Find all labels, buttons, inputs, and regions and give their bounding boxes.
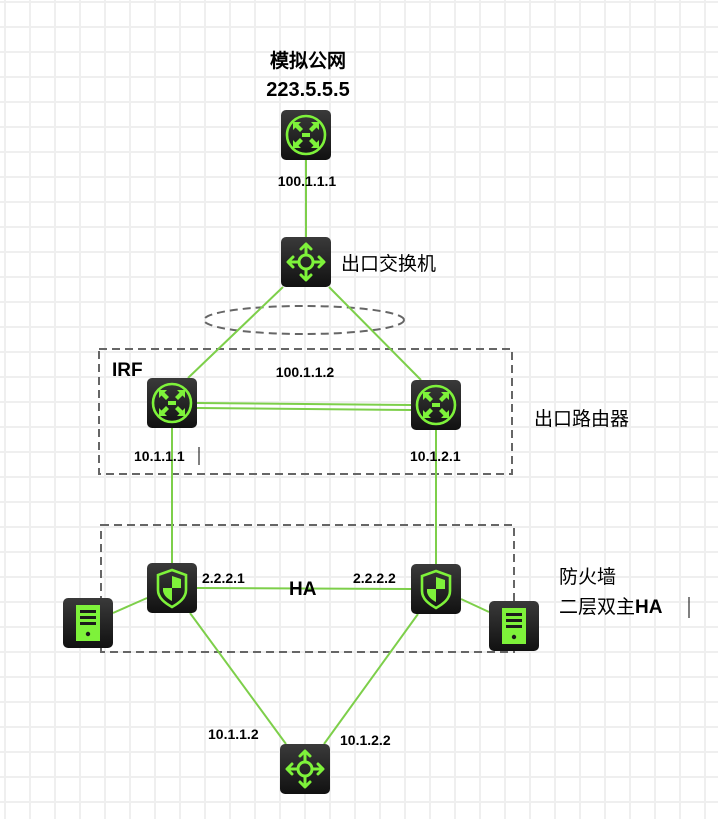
router-group-box [98,348,513,475]
egress-switch-icon[interactable] [279,235,333,289]
firewall-right-icon[interactable] [409,562,463,616]
public-network-ip: 223.5.5.5 [266,79,349,101]
router-left-ip-label: 10.1.1.1 [134,448,185,464]
router-left-icon[interactable] [145,376,199,430]
public-network-title: 模拟公网 [270,49,346,72]
link-firewall-left-to-core-switch [189,612,287,745]
router-group-shared-ip: 100.1.1.2 [276,364,335,380]
router-group-caption: 出口路由器 [534,408,629,430]
link-firewall-right-to-server-right [460,598,490,613]
ha-link-label: HA [289,579,317,600]
link-irf-line-1 [196,402,412,406]
public-router-ip-label: 100.1.1.1 [278,173,337,189]
caption-line2-suffix: HA [635,597,663,618]
core-switch-icon[interactable] [278,742,332,796]
server-right-icon[interactable] [489,601,539,651]
caption-line2-prefix: 二层双主 [559,596,635,618]
core-switch-left-ip-label: 10.1.1.2 [208,726,259,742]
link-irf-line-2 [196,407,412,411]
firewall-group-caption-line1: 防火墙 [559,566,616,588]
link-ha-firewalls [196,587,412,590]
link-aggregation-ellipse [203,305,405,335]
firewall-group-box [100,524,515,653]
egress-switch-label: 出口交换机 [341,253,436,275]
link-egress-switch-to-router-right [328,286,422,381]
link-firewall-right-to-core-switch [323,613,419,745]
firewall-group-caption-line2: 二层双主HA [559,596,663,618]
firewall-right-ip-label: 2.2.2.2 [353,570,396,586]
router-right-ip-label: 10.1.2.1 [410,448,461,464]
link-egress-switch-to-router-left [187,286,284,379]
link-firewall-left-to-server-left [112,597,148,614]
core-switch-right-ip-label: 10.1.2.2 [340,732,391,748]
firewall-left-ip-label: 2.2.2.1 [202,570,245,586]
public-router-icon[interactable] [279,108,333,162]
irf-tag: IRF [112,360,143,381]
server-left-icon[interactable] [63,598,113,648]
firewall-left-icon[interactable] [145,561,199,615]
router-right-icon[interactable] [409,378,463,432]
